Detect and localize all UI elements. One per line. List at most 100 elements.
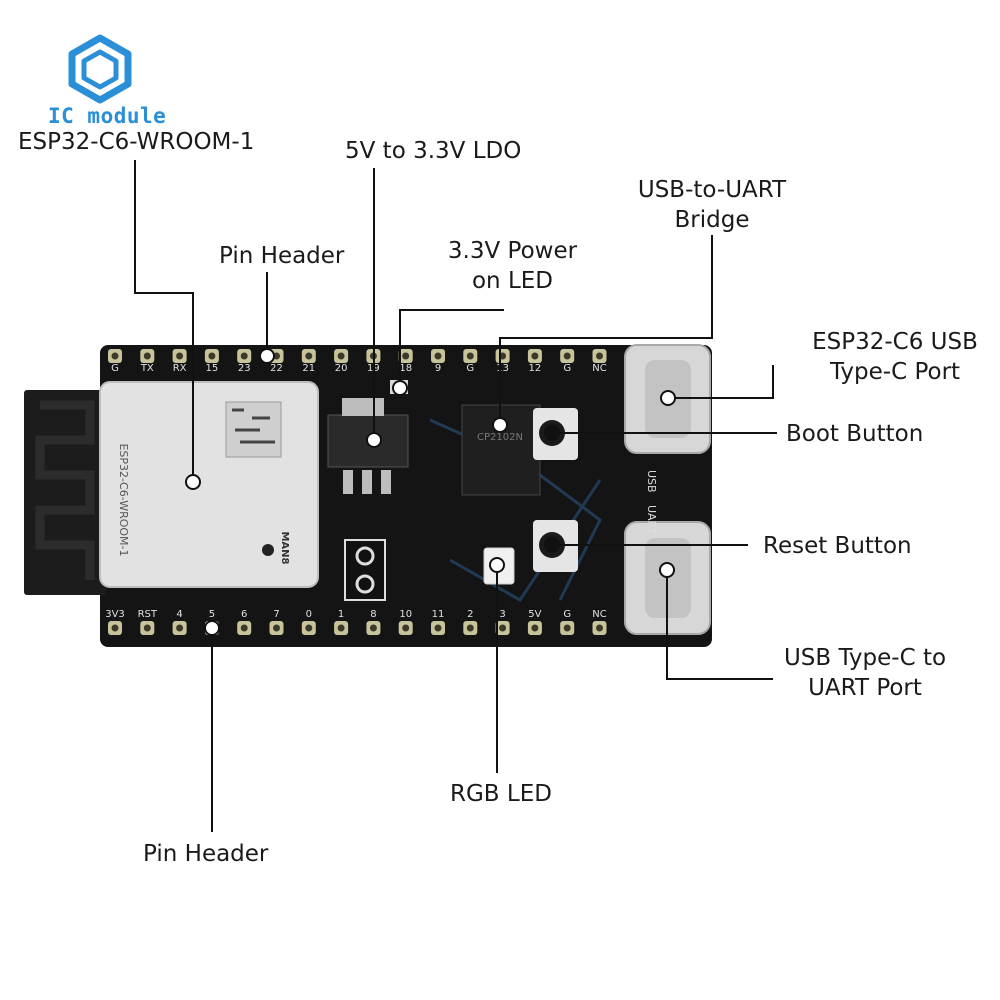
top-pin-label: 15 [206,363,219,374]
top-pin-hole [305,352,313,360]
bottom-pin-hole [176,624,184,632]
top-pin-label: 18 [399,363,412,374]
top-pin-hole [434,352,442,360]
bridge-chip-marking: CP2102N [477,432,523,443]
bottom-pin-hole [499,624,507,632]
callout-dots [185,348,676,636]
dot-pin-header-bottom [204,620,220,636]
dot-boot [544,425,560,441]
label-pin-header-top: Pin Header [219,243,345,269]
top-pin-label: G [466,363,474,374]
bottom-pin-label: NC [592,609,606,620]
bottom-pin-row: 3V3 RST 4 5 6 7 0 1 8 10 11 2 3 5V G NC [105,609,607,635]
bottom-pin-label: 1 [338,609,344,620]
bottom-pin-hole [305,624,313,632]
bottom-pin-label: 7 [273,609,279,620]
j5-jumper-header [344,539,386,601]
antenna [24,390,106,595]
top-pin-hole [208,352,216,360]
top-pin-label: 22 [270,363,283,374]
top-pin-label: G [563,363,571,374]
top-pin-label: RX [173,363,187,374]
bottom-pin-hole [369,624,377,632]
dot-module [185,474,201,490]
label-ldo: 5V to 3.3V LDO [345,138,522,164]
bottom-pin-hole [240,624,248,632]
top-pin-hole [466,352,474,360]
leader-power-led [399,309,504,388]
leader-uart-port [666,570,773,680]
esp32-c6-module: ESP32-C6-WROOM-1 MAN8 [99,381,319,588]
label-reset: Reset Button [763,533,912,559]
dot-pin-header-top [259,348,275,364]
top-pin-hole [337,352,345,360]
leader-usb-c [668,365,774,399]
bottom-pin-label: 5 [209,609,215,620]
leader-lines [134,160,777,832]
top-pin-label: 13 [496,363,509,374]
bottom-pin-hole [143,624,151,632]
dot-ldo [366,432,382,448]
leader-bridge [499,235,713,425]
bottom-pin-hole [466,624,474,632]
bottom-pin-label: 5V [528,609,541,620]
bottom-pin-label: RST [138,609,158,620]
usb-silk-label: USB [645,470,658,493]
bottom-pin-hole [273,624,280,632]
label-bridge: USB-to-UART Bridge [637,177,787,233]
bottom-pin-label: 8 [370,609,376,620]
top-pin-label: 21 [302,363,315,374]
bottom-pin-hole [563,624,571,632]
label-rgb: RGB LED [450,781,552,807]
bottom-pin-hole [337,624,345,632]
label-uart-port: USB Type-C to UART Port [783,645,947,701]
bottom-pin-label: 10 [399,609,412,620]
bottom-pin-label: G [563,609,571,620]
bottom-pin-label: 11 [432,609,445,620]
top-pin-label: TX [140,363,154,374]
top-pin-label: 9 [435,363,441,374]
bottom-pin-label: 6 [241,609,247,620]
bottom-pin-hole [531,624,539,632]
bottom-pin-label: 3V3 [105,609,125,620]
label-pin-header-bottom: Pin Header [143,841,269,867]
dot-bridge [492,417,508,433]
bottom-pin-label: 2 [467,609,473,620]
label-module: ESP32-C6-WROOM-1 [18,129,255,155]
uart-silk-label: UART [645,505,658,534]
logo-text: IC module [48,104,167,128]
module-part-marking: ESP32-C6-WROOM-1 [117,443,130,556]
bottom-pin-label: 0 [306,609,312,620]
dot-reset [544,537,560,553]
top-pin-hole [111,352,119,360]
dot-uart-port [659,562,675,578]
logo-hexagon-icon [68,34,132,104]
bottom-pin-label: 4 [176,609,182,620]
leader-module [134,160,194,482]
bottom-pin-hole [434,624,442,632]
top-pin-hole [402,352,410,360]
bottom-pin-hole [111,624,119,632]
dot-rgb [489,557,505,573]
top-pin-hole [531,352,539,360]
label-power-led: 3.3V Power on LED [447,238,578,294]
bottom-pin-hole [402,624,410,632]
module-serial-marking: MAN8 [279,531,290,564]
dot-power-led [392,380,408,396]
top-pin-label: 23 [238,363,251,374]
top-pin-label: 20 [335,363,348,374]
top-pin-label: NC [592,363,606,374]
label-usb-c: ESP32-C6 USB Type-C Port [812,329,978,385]
top-pin-hole [240,352,248,360]
bottom-pin-hole [596,624,603,632]
top-pin-hole [176,352,184,360]
top-pin-hole [596,352,603,360]
dot-usb-c [660,390,676,406]
top-pin-hole [563,352,571,360]
top-pin-label: 12 [529,363,542,374]
bottom-pin-label: 3 [499,609,505,620]
top-pin-hole [143,352,151,360]
top-pin-label: G [111,363,119,374]
label-boot: Boot Button [786,421,924,447]
